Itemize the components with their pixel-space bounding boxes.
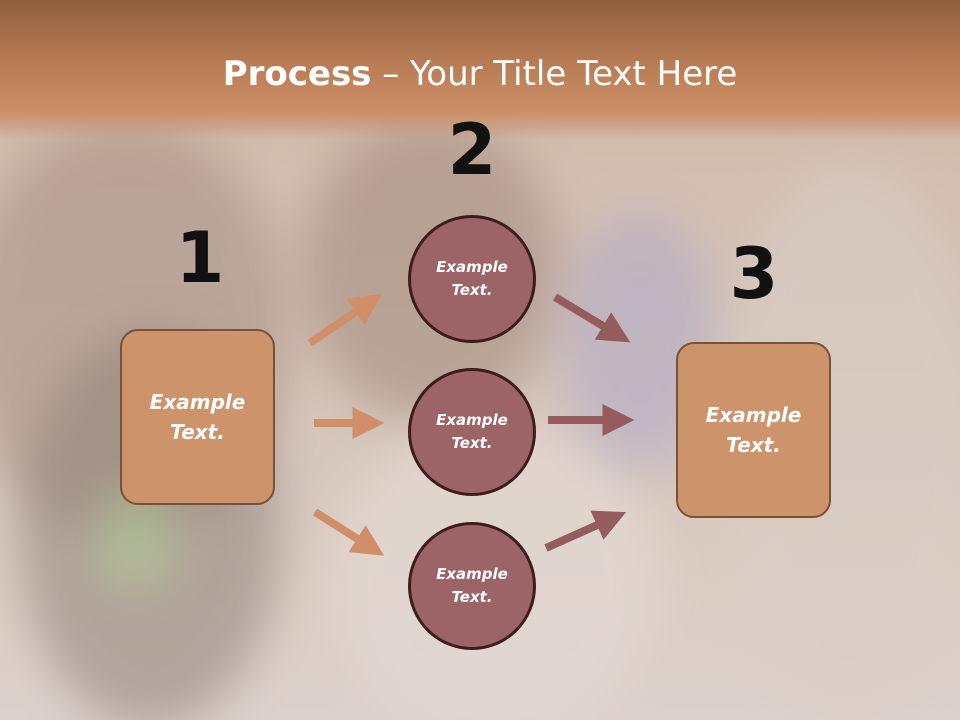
arrow-box1-to-circle3: [312, 508, 385, 556]
step-number-2: 2: [447, 109, 497, 191]
arrow-circle1-to-box3: [552, 293, 631, 343]
step-circle-middle: Example Text.: [408, 368, 536, 496]
title-rest: – Your Title Text Here: [371, 54, 738, 94]
arrow-circle3-to-box3: [544, 510, 627, 552]
title-bold: Process: [222, 54, 372, 94]
photo-blur-region: [90, 490, 180, 590]
step-circle-bottom: Example Text.: [408, 522, 536, 650]
step-number-1: 1: [175, 217, 225, 299]
step-box-left: Example Text.: [120, 329, 275, 505]
step-circle-top: Example Text.: [408, 215, 536, 343]
arrow-box1-to-circle1: [307, 293, 382, 347]
step-number-3: 3: [729, 233, 779, 315]
step-box-right: Example Text.: [676, 342, 831, 518]
slide-title: Process – Your Title Text Here: [0, 52, 960, 96]
title-band: [0, 0, 960, 140]
